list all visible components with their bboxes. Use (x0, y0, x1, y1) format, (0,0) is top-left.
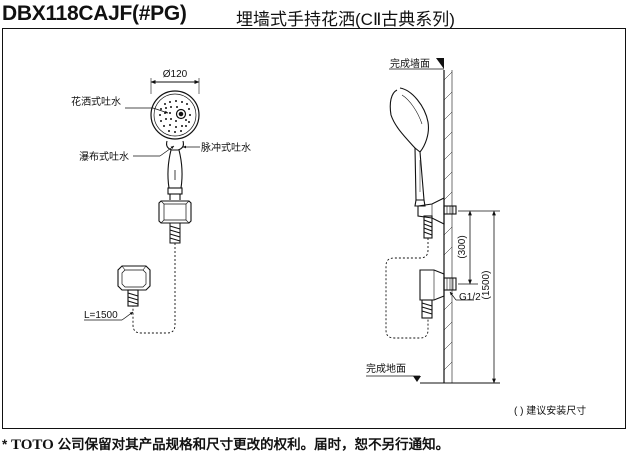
handle-front (167, 149, 183, 200)
front-view (84, 78, 200, 334)
product-description: 埋墙式手持花洒(CⅡ古典系列) (236, 10, 455, 29)
hose-length-label: L=1500 (84, 310, 118, 321)
thread-size-label: G1/2 (459, 292, 481, 303)
brand-name: TOTO (11, 437, 54, 453)
hose-nut-front (169, 222, 181, 244)
wall-outlet-front (117, 265, 151, 307)
hose-path-front (132, 243, 176, 334)
dimension-lines (458, 210, 500, 384)
wall-outlet-side (419, 269, 457, 319)
model-number: DBX118CAJF(#PG) (2, 2, 187, 25)
dim-300-label: (300) (457, 235, 468, 258)
wall-bracket-side (417, 197, 457, 239)
spray-mode-1-label: 花洒式吐水 (71, 95, 121, 108)
finished-floor-label: 完成地面 (366, 362, 406, 375)
diameter-label: Ø120 (163, 69, 188, 80)
shower-head-side (389, 87, 429, 207)
title-bar: DBX118CAJF(#PG) 埋墙式手持花洒(CⅡ古典系列) (0, 0, 630, 29)
dim-1500-label: (1500) (481, 271, 492, 300)
side-view (366, 58, 500, 384)
drawing-frame (2, 28, 626, 429)
footer-text: 公司保留对其产品规格和尺寸更改的权利。届时，恕不另行通知。 (57, 437, 450, 452)
finished-wall-label: 完成墙面 (390, 57, 430, 70)
hose-path-side (385, 238, 429, 339)
footer-notice: * TOTO 公司保留对其产品规格和尺寸更改的权利。届时，恕不另行通知。 (2, 433, 449, 454)
spray-mode-3-label: 脉冲式吐水 (201, 141, 251, 154)
footer-asterisk: * (2, 437, 8, 452)
shower-head-front (150, 90, 200, 151)
wall-bracket-front (158, 200, 192, 224)
spray-mode-2-label: 瀑布式吐水 (79, 150, 129, 163)
wall-section (443, 70, 453, 383)
installation-note: ( ) 建议安装尺寸 (514, 404, 586, 417)
